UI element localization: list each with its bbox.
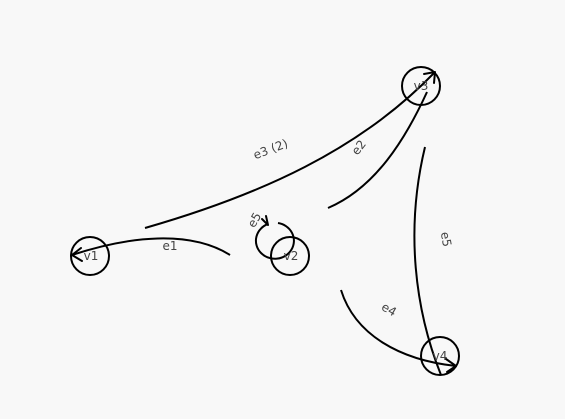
node-v4[interactable]: v4 bbox=[420, 336, 460, 376]
node-label-v2: v2 bbox=[284, 249, 299, 263]
edge-e3: e3 (2) bbox=[144, 71, 436, 229]
node-v2[interactable]: v2 bbox=[270, 236, 310, 276]
edge-label-e1: e1 bbox=[162, 239, 177, 253]
node-circle bbox=[270, 236, 310, 276]
edge-label-e3: e3 (2) bbox=[251, 136, 289, 162]
edge-e2: e2 bbox=[327, 91, 428, 209]
edge-e5-loop: e5 bbox=[245, 210, 295, 260]
edge-label-e5-loop: e5 bbox=[245, 210, 265, 230]
edge-e5: e5 bbox=[413, 146, 454, 376]
node-v3[interactable]: v3 bbox=[401, 66, 441, 106]
node-circle bbox=[70, 236, 110, 276]
node-label-v1: v1 bbox=[84, 249, 99, 263]
edge-label-e4: e4 bbox=[379, 300, 399, 320]
node-circle bbox=[401, 66, 441, 106]
edge-label-e5: e5 bbox=[438, 231, 454, 248]
node-label-v4: v4 bbox=[433, 349, 448, 363]
node-circle bbox=[420, 336, 460, 376]
node-v1[interactable]: v1 bbox=[70, 236, 110, 276]
node-label-v3: v3 bbox=[414, 79, 429, 93]
